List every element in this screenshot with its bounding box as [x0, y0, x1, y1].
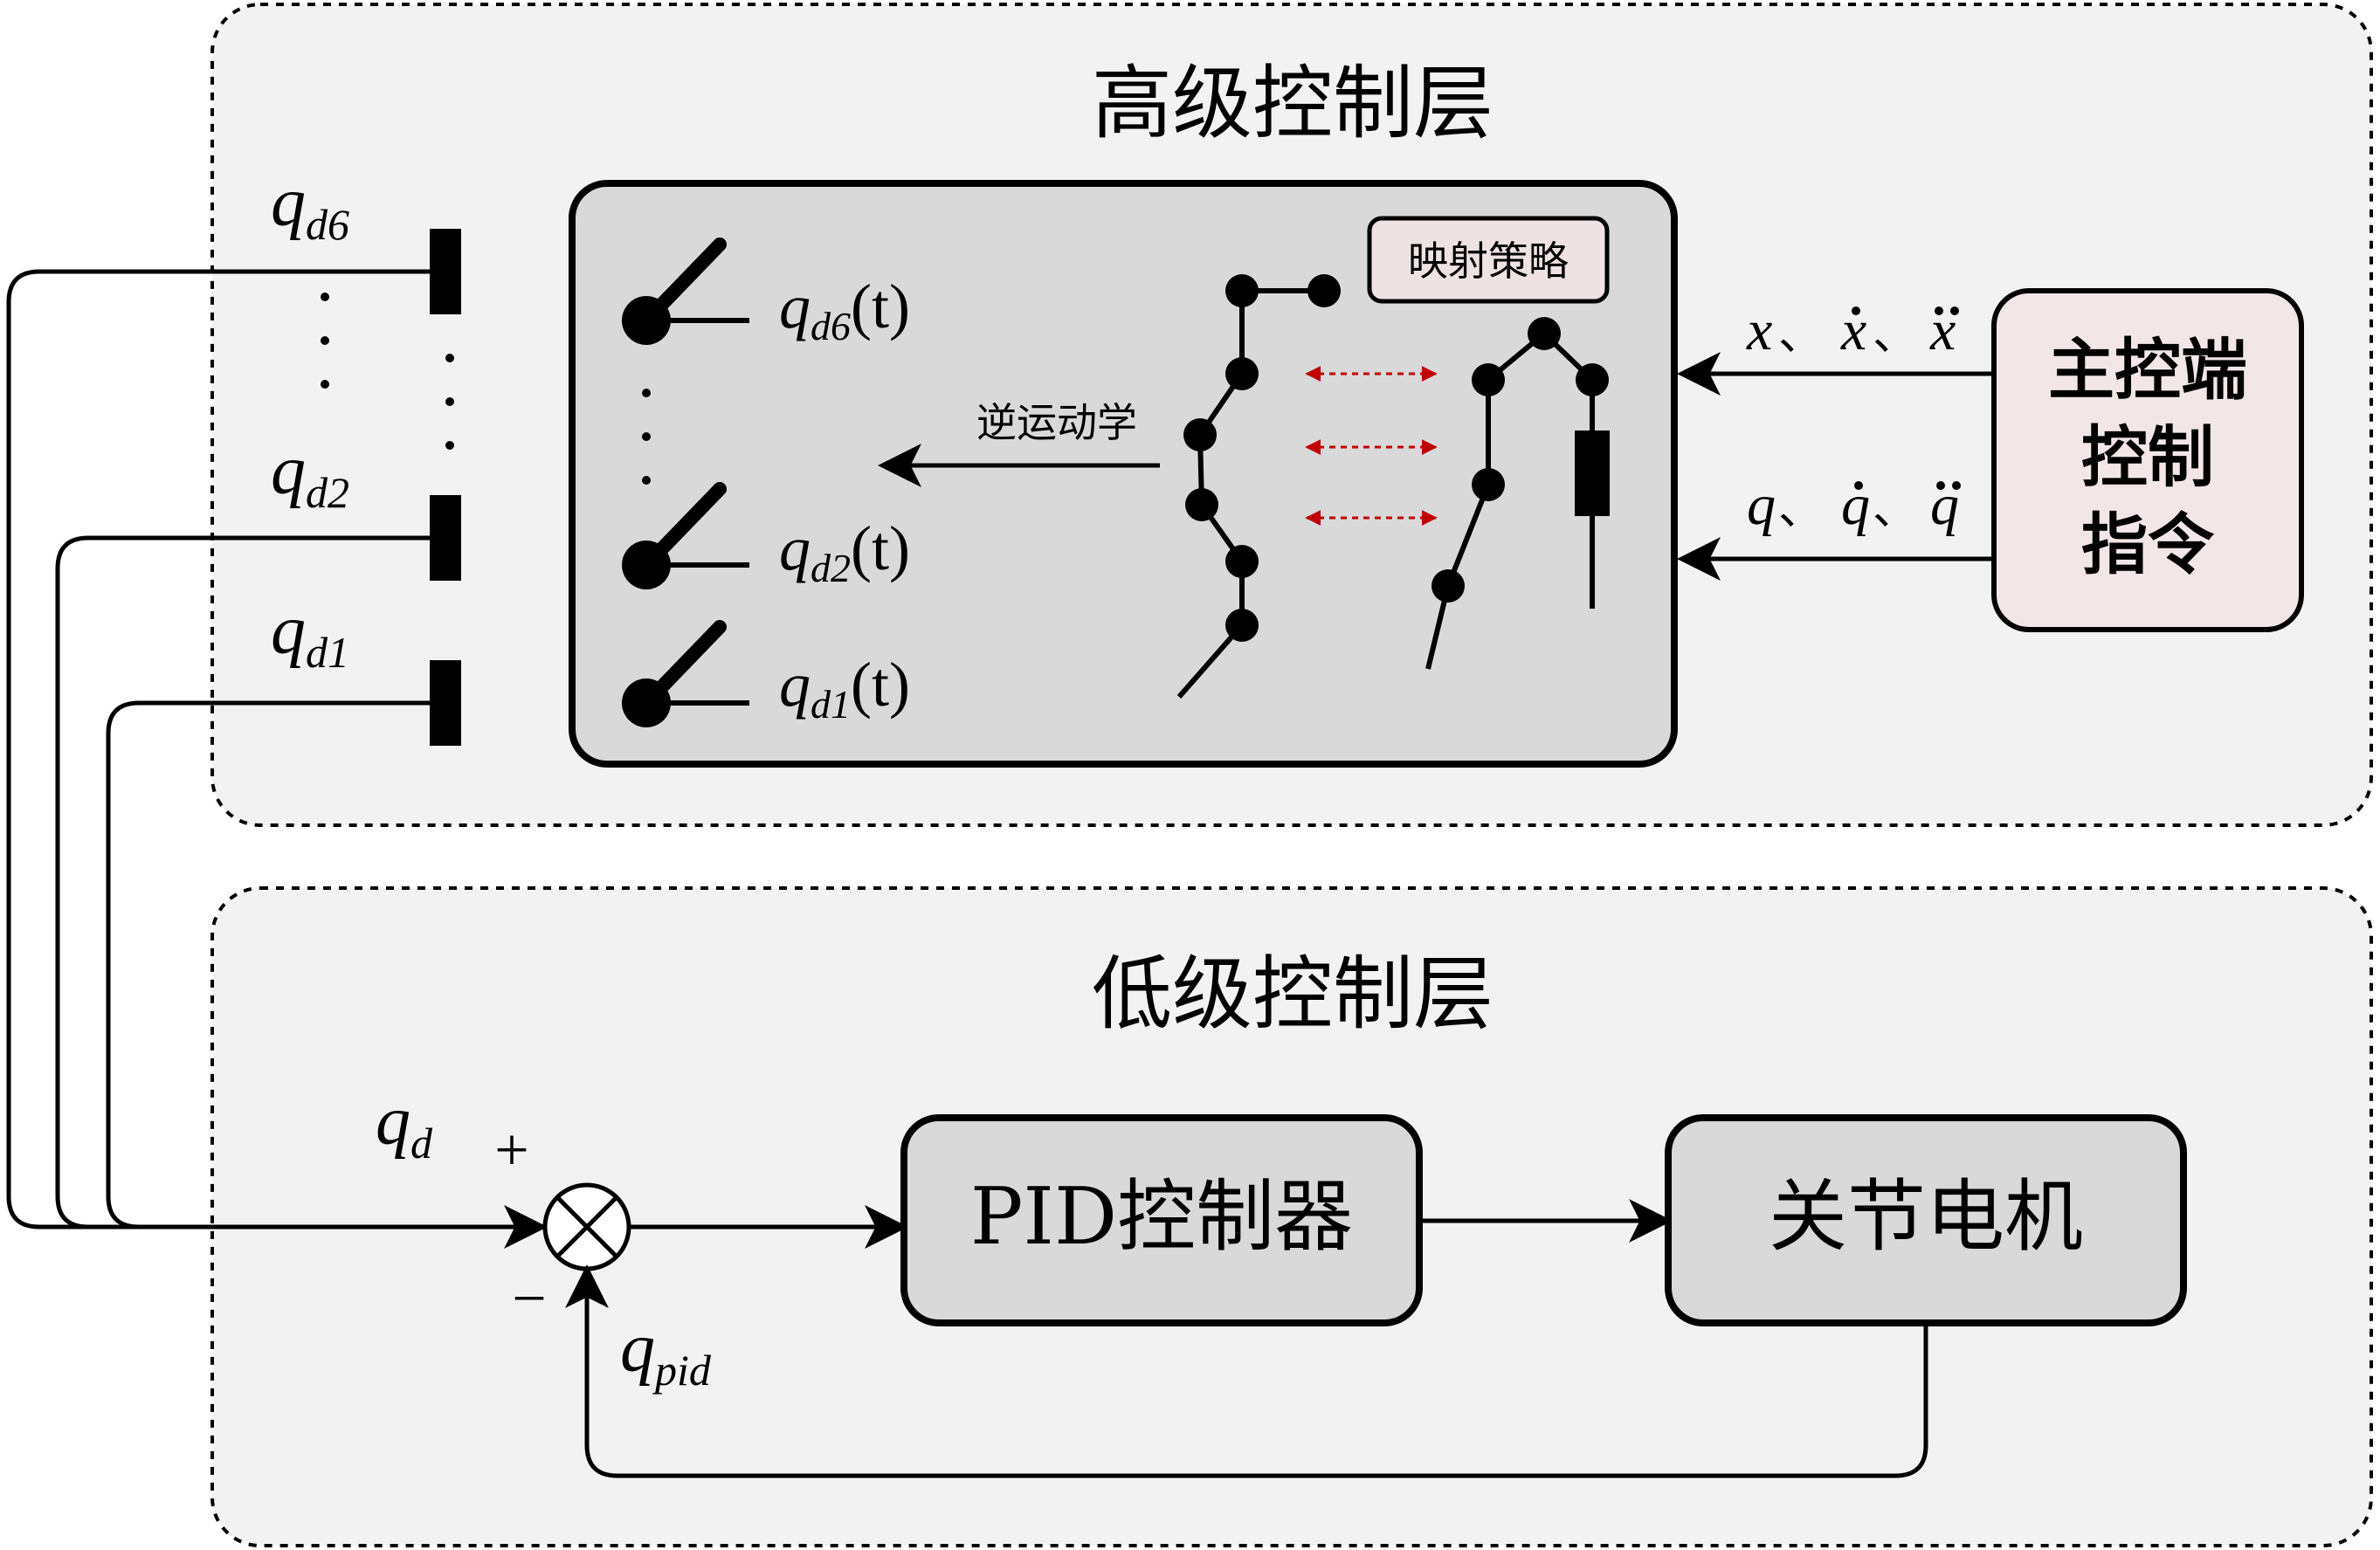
master-command-line1: 主控端: [2048, 331, 2247, 409]
slave-robot-schematic: [1176, 274, 1341, 699]
cartesian-input-label: x 、 x 、 x: [1746, 299, 1959, 362]
high-level-title: 高级控制层: [1092, 57, 1494, 150]
joint-symbol-d6: [622, 238, 749, 345]
output-port-d2: [430, 495, 461, 581]
ik-mapping-box: [569, 180, 1678, 768]
joint-label-d1: qd1(t): [779, 650, 910, 727]
qd-label: qd: [376, 1083, 433, 1168]
joint-symbol-d1: [622, 620, 749, 727]
master-command-line3: 指令: [2081, 506, 2215, 583]
mapping-strategy-box: [1367, 216, 1610, 304]
low-level-title: 低级控制层: [1092, 947, 1494, 1041]
joint-symbol-d2: [622, 482, 749, 589]
master-command-box: [1991, 288, 2304, 632]
reference-wires: [6, 269, 524, 1230]
inverse-kinematics-label: 逆运动学: [976, 399, 1137, 446]
mapping-strategy-label: 映射策略: [1408, 238, 1569, 285]
pid-controller-label: PID控制器: [970, 1171, 1353, 1263]
plus-sign: +: [494, 1117, 528, 1184]
master-robot-schematic: [1425, 317, 1610, 670]
svg-text:、: 、: [1873, 308, 1918, 361]
output-ellipsis: [321, 293, 454, 450]
joint-label-d6: qd6(t): [779, 272, 910, 348]
minus-sign: −: [512, 1265, 546, 1333]
joint-motor-label: 关节电机: [1769, 1171, 2083, 1263]
output-label-d2: qd2: [271, 432, 349, 517]
joint-label-d2: qd2(t): [779, 513, 910, 590]
output-port-d1: [430, 660, 461, 746]
joint-input-label: q 、 q 、 q: [1747, 473, 1961, 537]
summing-junction: [542, 1182, 631, 1271]
svg-text:x: x: [1746, 299, 1772, 362]
joint-ellipsis: [642, 389, 651, 485]
master-command-line2: 控制: [2081, 418, 2214, 496]
svg-text:q: q: [1747, 473, 1776, 537]
qpid-label: qpid: [620, 1310, 712, 1395]
output-port-d6: [430, 229, 461, 314]
svg-text:、: 、: [1778, 308, 1824, 361]
output-label-d6: qd6: [271, 164, 349, 249]
output-label-d1: qd1: [271, 592, 349, 677]
svg-text:、: 、: [1873, 483, 1918, 535]
feedback-loop: [565, 1264, 1928, 1478]
svg-text:、: 、: [1778, 483, 1824, 535]
mapping-arrows: [1305, 366, 1438, 526]
